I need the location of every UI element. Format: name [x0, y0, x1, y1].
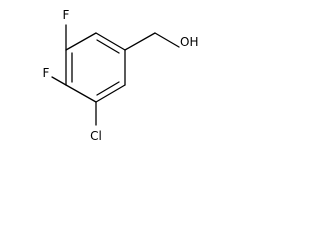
bond-c5-fluorine-left [51, 76, 67, 86]
double-bond-c1-c2 [96, 39, 120, 54]
chlorine-label: Cl [90, 129, 102, 143]
bond-c4-c5 [65, 84, 97, 103]
bond-ch2-oh [154, 32, 180, 48]
double-bond-c3-c4 [96, 81, 120, 96]
bond-c3-c4 [95, 84, 126, 103]
fluorine-left-label: F [43, 66, 50, 80]
bond-c1-c2 [95, 32, 126, 51]
bond-c2-ch2 [124, 32, 156, 51]
bond-c6-c1 [65, 32, 97, 51]
hydroxyl-label: OH [180, 35, 198, 49]
molecule-structure: F F Cl OH [43, 8, 199, 143]
fluorine-top-label: F [63, 8, 70, 22]
